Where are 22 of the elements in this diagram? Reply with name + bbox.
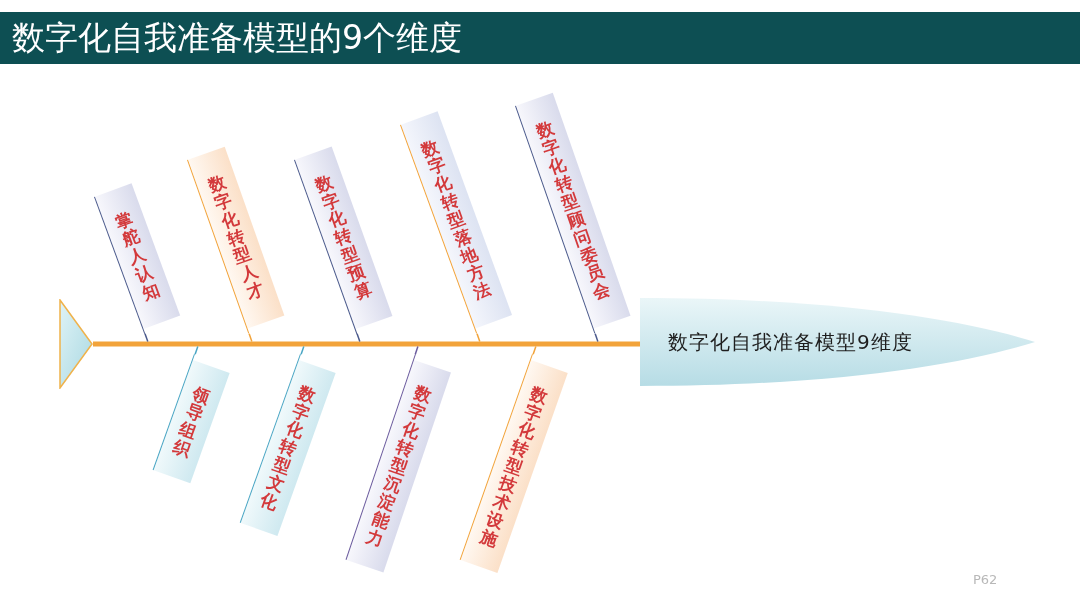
bone-line [476, 333, 481, 343]
flag-banner: 数字化转型文化 [240, 354, 339, 537]
head-label: 数字化自我准备模型9维度 [668, 329, 913, 355]
flag-banner: 数字化转型技术设施 [460, 354, 571, 574]
flag-banner: 掌舵人认知 [94, 183, 182, 334]
flag-banner: 数字化转型预算 [294, 146, 395, 334]
flag-banner: 数字化转型落地方法 [400, 111, 514, 334]
flag-banner: 数字化转型沉淀能力 [345, 354, 453, 573]
bone-line [414, 345, 419, 356]
bone-line [532, 345, 537, 356]
title-banner: 数字化自我准备模型的9个维度 [0, 12, 1080, 64]
fish-tail [59, 299, 93, 389]
flag-banner: 数字化转型人才 [187, 146, 287, 334]
flag-banner: 领导组织 [153, 354, 233, 484]
bone-line [300, 345, 305, 356]
bone-line [356, 332, 361, 343]
bone-line [594, 332, 599, 343]
page-number: P62 [973, 572, 998, 587]
fish-head [640, 298, 1035, 386]
bone-line [194, 345, 199, 356]
flag-banner: 数字化转型顾问委员会 [515, 92, 633, 334]
bone-line [144, 333, 149, 343]
